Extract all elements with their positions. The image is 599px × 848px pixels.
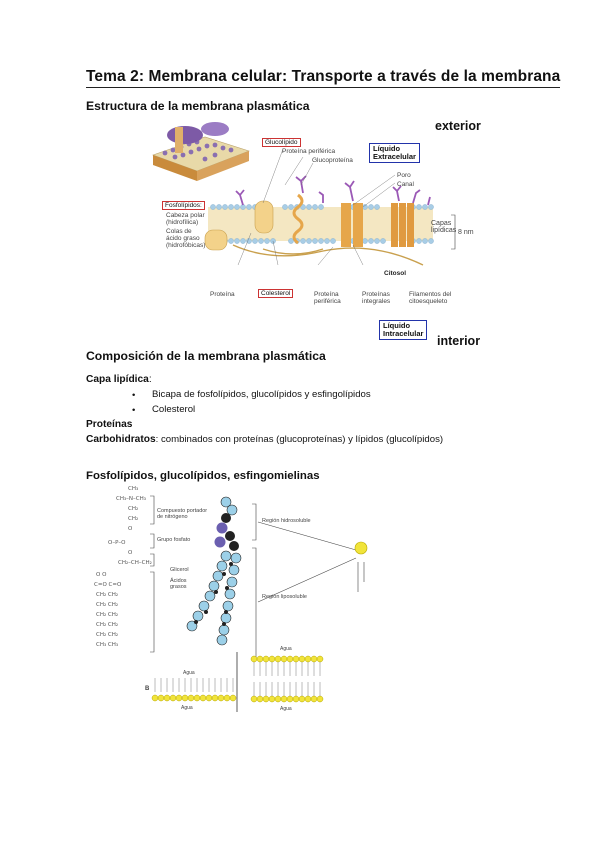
svg-text:CH₂ CH₂: CH₂ CH₂ bbox=[96, 612, 118, 618]
page-title: Tema 2: Membrana celular: Transporte a t… bbox=[86, 68, 561, 88]
compuesto-label: Compuesto portador de nitrógeno bbox=[157, 508, 208, 520]
glucoproteina-label: Glucoproteína bbox=[312, 157, 353, 164]
svg-text:O O: O O bbox=[96, 572, 107, 578]
liquido-extracelular-box: Líquido Extracelular bbox=[369, 143, 420, 163]
capa-colon: : bbox=[148, 374, 152, 385]
section-heading-structure: Estructura de la membrana plasmática bbox=[86, 99, 310, 113]
bullet-item-1: Bicapa de fosfolípidos, glucolípidos y e… bbox=[152, 389, 371, 400]
svg-text:CH₂ CH₂: CH₂ CH₂ bbox=[96, 622, 118, 628]
bilayer-diagram-right bbox=[250, 655, 324, 703]
carbohidratos-text: : combinados con proteínas (glucoproteín… bbox=[155, 434, 444, 445]
svg-text:O: O bbox=[128, 526, 133, 532]
exterior-label: exterior bbox=[435, 119, 481, 133]
svg-text:C=O C=O: C=O C=O bbox=[94, 582, 122, 588]
carbohidratos-label: Carbohidratos bbox=[86, 434, 156, 445]
agua-top-right-label: Agua bbox=[280, 646, 292, 652]
bilayer-diagram-left bbox=[151, 678, 237, 702]
proteinas-label: Proteínas bbox=[86, 419, 133, 430]
cabeza-polar-label: Cabeza polar (hidrofílica) bbox=[166, 212, 205, 226]
agua-top-left-label: Agua bbox=[183, 670, 195, 676]
svg-text:CH₂: CH₂ bbox=[128, 516, 138, 522]
carbohidratos-line: Carbohidratos: combinados con proteínas … bbox=[86, 433, 443, 446]
glicerol-label: Glicerol bbox=[170, 567, 189, 573]
region-hidrosoluble-label: Región hidrosoluble bbox=[262, 518, 311, 524]
glucolipido-label: Glucolípido bbox=[262, 138, 301, 147]
section-heading-composition: Composición de la membrana plasmática bbox=[86, 349, 326, 363]
region-liposoluble-label: Región liposoluble bbox=[262, 594, 307, 600]
svg-text:O–P–O: O–P–O bbox=[108, 540, 126, 546]
citosol-label: Citosol bbox=[384, 270, 407, 277]
svg-text:CH₂–CH–CH₂: CH₂–CH–CH₂ bbox=[118, 560, 152, 566]
nm-label: 8 nm bbox=[458, 229, 474, 236]
svg-text:CH₃–N–CH₃: CH₃–N–CH₃ bbox=[116, 496, 146, 502]
bullet-item-2: Colesterol bbox=[152, 404, 196, 415]
divider-line bbox=[236, 652, 238, 712]
svg-text:CH₃: CH₃ bbox=[128, 486, 138, 492]
colesterol-label: Colesterol bbox=[258, 289, 294, 298]
capas-lipidicas-label: Capas lipídicas bbox=[431, 220, 457, 234]
svg-text:CH₂ CH₂: CH₂ CH₂ bbox=[96, 592, 118, 598]
agua-bottom-left-label: Agua bbox=[181, 705, 193, 711]
proteina-label: Proteína bbox=[210, 291, 235, 298]
svg-text:O: O bbox=[128, 550, 133, 556]
proteina-periferica-bottom-label: Proteína periférica bbox=[314, 291, 341, 305]
capa-lipidica-line: Capa lipídica: bbox=[86, 373, 152, 386]
capa-lipidica-label: Capa lipídica bbox=[86, 374, 149, 385]
bullet-dot-1: • bbox=[132, 390, 136, 401]
agua-bottom-right-label: Agua bbox=[280, 706, 292, 712]
svg-text:CH₂ CH₂: CH₂ CH₂ bbox=[96, 632, 118, 638]
grupo-fosfato-label: Grupo fosfato bbox=[157, 537, 191, 543]
proteina-periferica-top-label: Proteína periférica bbox=[282, 148, 336, 155]
b-label: B bbox=[145, 686, 150, 692]
filamentos-label: Filamentos del citoesqueleto bbox=[409, 291, 452, 305]
svg-text:CH₂: CH₂ bbox=[128, 506, 138, 512]
canal-label: Canal bbox=[397, 181, 414, 188]
membrane-cross-section bbox=[204, 148, 434, 266]
fosfolipidos-label: Fosfolípidos: bbox=[162, 201, 205, 210]
proteinas-integrales-label: Proteínas integrales bbox=[362, 291, 391, 305]
liquido-intracelular-box: Líquido Intracelular bbox=[379, 320, 428, 340]
colas-label: Colas de ácido graso (hidrofóbicas) bbox=[166, 228, 206, 249]
poro-label: Poro bbox=[397, 172, 411, 179]
svg-text:CH₃ CH₃: CH₃ CH₃ bbox=[96, 642, 118, 648]
membrane-3d-thumbnail bbox=[152, 122, 250, 181]
bullet-dot-2: • bbox=[132, 405, 136, 416]
acidos-grasos-label: Ácidos grasos bbox=[170, 578, 187, 590]
interior-label: interior bbox=[437, 334, 481, 348]
capas-bracket bbox=[451, 214, 456, 250]
svg-text:CH₂ CH₂: CH₂ CH₂ bbox=[96, 602, 118, 608]
section-heading-phospholipids: Fosfolípidos, glucolípidos, esfingomieli… bbox=[86, 470, 320, 482]
